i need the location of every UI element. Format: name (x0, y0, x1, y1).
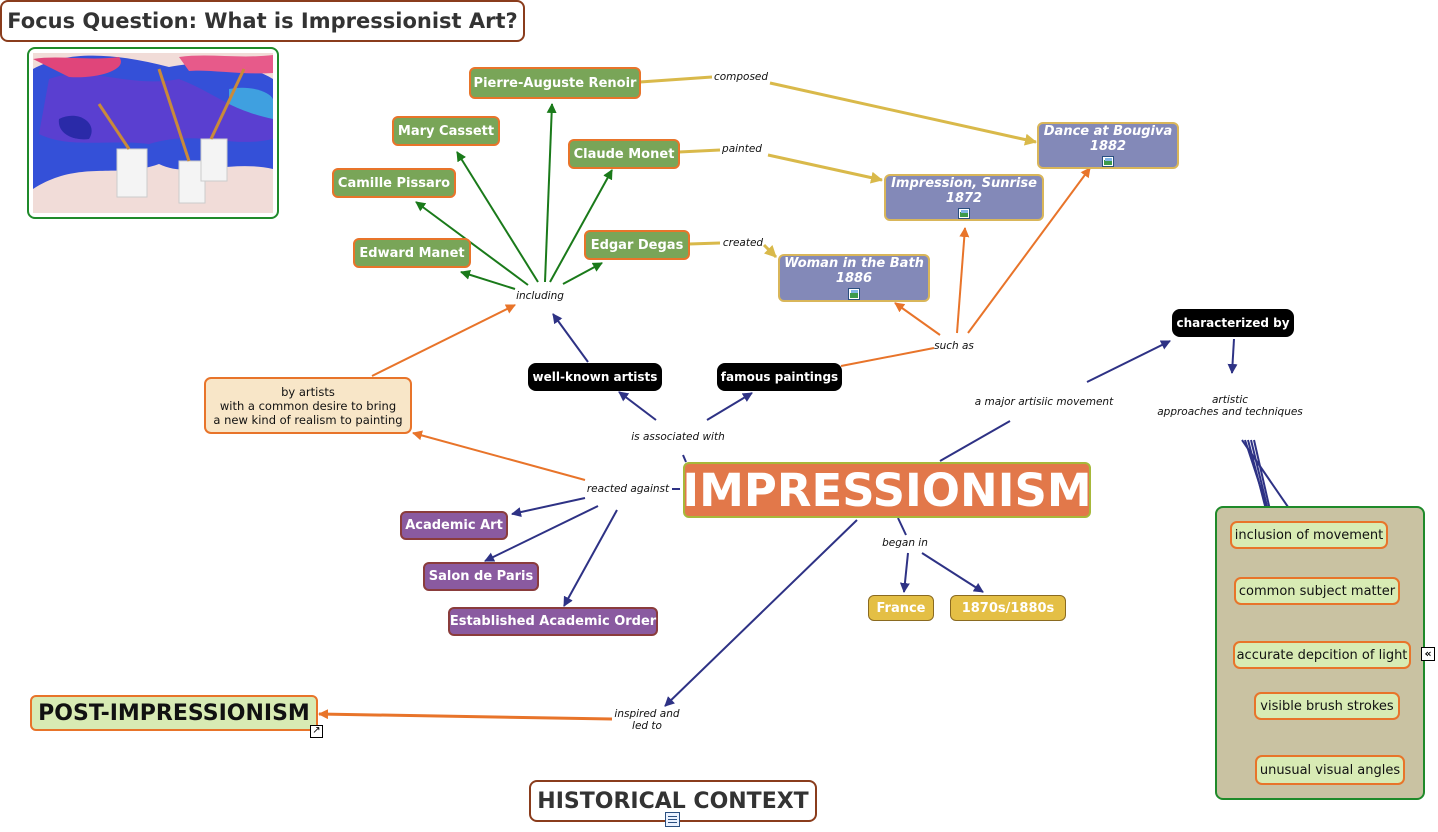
collapse-icon[interactable]: « (1421, 647, 1435, 661)
painting-impression-sunrise[interactable]: Impression, Sunrise 1872 (884, 174, 1044, 221)
painting-woman-in-the-bath[interactable]: Woman in the Bath 1886 (778, 254, 930, 302)
salon-de-paris-node[interactable]: Salon de Paris (423, 562, 539, 591)
artist-pissaro[interactable]: Camille Pissaro (332, 168, 456, 198)
by-artists-node[interactable]: by artists with a common desire to bring… (204, 377, 412, 434)
painting-dance-at-bougiva[interactable]: Dance at Bougiva 1882 (1037, 122, 1179, 169)
academic-art-node[interactable]: Academic Art (400, 511, 508, 540)
impressionism-central-node[interactable]: IMPRESSIONISM (682, 462, 1092, 518)
technique-light[interactable]: accurate depcition of light (1233, 641, 1411, 669)
technique-visual-angles[interactable]: unusual visual angles (1255, 755, 1405, 785)
france-node[interactable]: France (868, 595, 934, 621)
artist-manet[interactable]: Edward Manet (353, 238, 471, 268)
label-including: including (516, 290, 564, 302)
technique-movement[interactable]: inclusion of movement (1230, 521, 1388, 549)
label-major-movement: a major artisiic movement (974, 396, 1114, 408)
technique-subject-matter[interactable]: common subject matter (1234, 577, 1400, 605)
artist-monet[interactable]: Claude Monet (568, 139, 680, 169)
post-impressionism-node[interactable]: POST-IMPRESSIONISM (30, 695, 318, 731)
image-icon[interactable] (958, 208, 970, 219)
characterized-by-node[interactable]: characterized by (1172, 309, 1294, 337)
label-began-in: began in (882, 537, 928, 549)
label-artistic-approaches: artistic approaches and techniques (1157, 394, 1303, 418)
label-painted: painted (722, 143, 762, 155)
paint-cups-picture (33, 53, 273, 213)
label-such-as: such as (934, 340, 974, 352)
shortcut-icon[interactable]: ↗ (310, 725, 323, 738)
document-icon[interactable] (665, 812, 680, 827)
label-is-associated-with: is associated with (631, 431, 725, 443)
label-composed: composed (713, 71, 769, 83)
paint-image (27, 47, 279, 219)
label-inspired-led-to: inspired and led to (614, 708, 680, 732)
image-icon[interactable] (848, 288, 860, 300)
established-academic-order-node[interactable]: Established Academic Order (448, 607, 658, 636)
label-reacted-against: reacted against (586, 483, 670, 495)
image-icon[interactable] (1102, 156, 1114, 167)
famous-paintings-node[interactable]: famous paintings (717, 363, 842, 391)
era-node[interactable]: 1870s/1880s (950, 595, 1066, 621)
artist-cassett[interactable]: Mary Cassett (392, 116, 500, 146)
focus-question: Focus Question: What is Impressionist Ar… (0, 0, 525, 42)
technique-brush-strokes[interactable]: visible brush strokes (1254, 692, 1400, 720)
well-known-artists-node[interactable]: well-known artists (528, 363, 662, 391)
label-created: created (722, 237, 764, 249)
artist-renoir[interactable]: Pierre-Auguste Renoir (469, 67, 641, 99)
artist-degas[interactable]: Edgar Degas (584, 230, 690, 260)
